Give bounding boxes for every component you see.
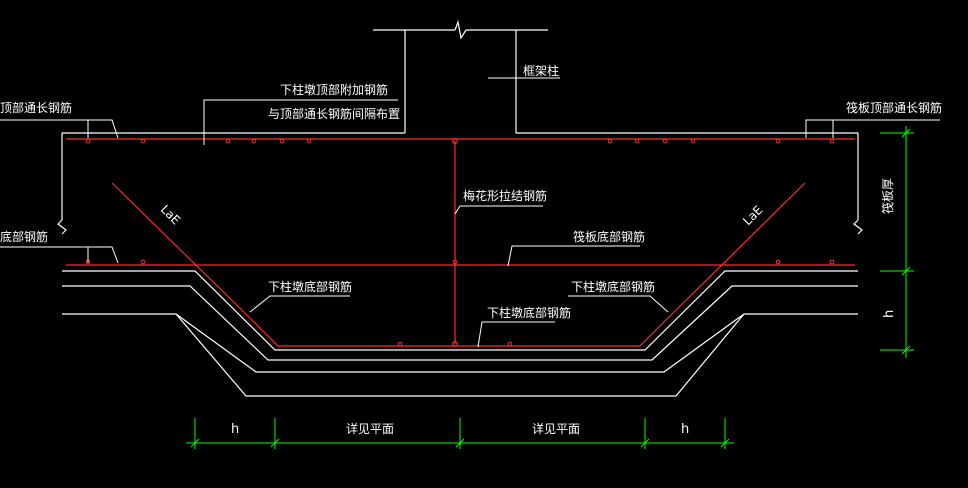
right-break-symbol — [853, 219, 863, 235]
dim-see-plan-1: 详见平面 — [346, 421, 394, 436]
label-frame-column: 框架柱 — [523, 63, 559, 78]
label-top-additional-1: 下柱墩顶部附加钢筋 — [280, 82, 388, 97]
concrete-outline — [57, 19, 863, 397]
left-break-symbol — [57, 219, 67, 235]
tie-hook-top — [452, 138, 459, 145]
rebars — [66, 138, 855, 348]
label-lae-left: LaE — [158, 202, 183, 227]
label-top-additional-2: 与顶部通长钢筋间隔布置 — [268, 106, 400, 121]
dimensions — [186, 126, 914, 449]
pier-bottom-rebar — [111, 182, 806, 347]
cushion-line-1 — [62, 285, 858, 361]
dim-h-bottom-right: h — [681, 422, 689, 437]
label-lae-right: LaE — [740, 203, 765, 228]
dim-h-right: h — [882, 310, 897, 318]
label-pier-bottom-left: 下柱墩底部钢筋 — [268, 279, 352, 294]
leader-left-bottom — [0, 246, 89, 263]
leader-top-additional — [203, 99, 398, 145]
label-raft-thickness: 筏板厚 — [881, 178, 895, 214]
leader-pier-left — [249, 295, 350, 313]
label-raft-bottom: 筏板底部钢筋 — [573, 229, 645, 244]
cushion-line-2 — [62, 313, 858, 373]
leader-pier-center — [477, 321, 555, 348]
label-plum-tie: 梅花形拉结钢筋 — [463, 188, 547, 203]
label-left-bottom: 底部钢筋 — [0, 229, 48, 244]
rebar-dots — [85, 138, 835, 347]
label-right-top-continuous: 筏板顶部通长钢筋 — [846, 100, 942, 115]
leader-pier-right — [568, 295, 669, 313]
pier-bottom-outline — [62, 270, 858, 351]
label-pier-bottom-right: 下柱墩底部钢筋 — [571, 279, 655, 294]
dim-h-bottom-left: h — [231, 422, 239, 437]
leader-right-top — [832, 119, 940, 138]
column-break-symbol — [454, 19, 467, 40]
label-pier-bottom-center: 下柱墩底部钢筋 — [487, 305, 571, 320]
dim-see-plan-2: 详见平面 — [532, 421, 580, 436]
label-left-top-continuous: 顶部通长钢筋 — [0, 100, 72, 115]
tie-hook-bottom — [452, 341, 459, 348]
leader-raft-bottom — [507, 245, 640, 267]
leaders — [0, 77, 940, 348]
leader-plum-tie — [454, 205, 543, 215]
cushion-line-3 — [175, 313, 745, 397]
leader-left-top — [0, 119, 89, 138]
